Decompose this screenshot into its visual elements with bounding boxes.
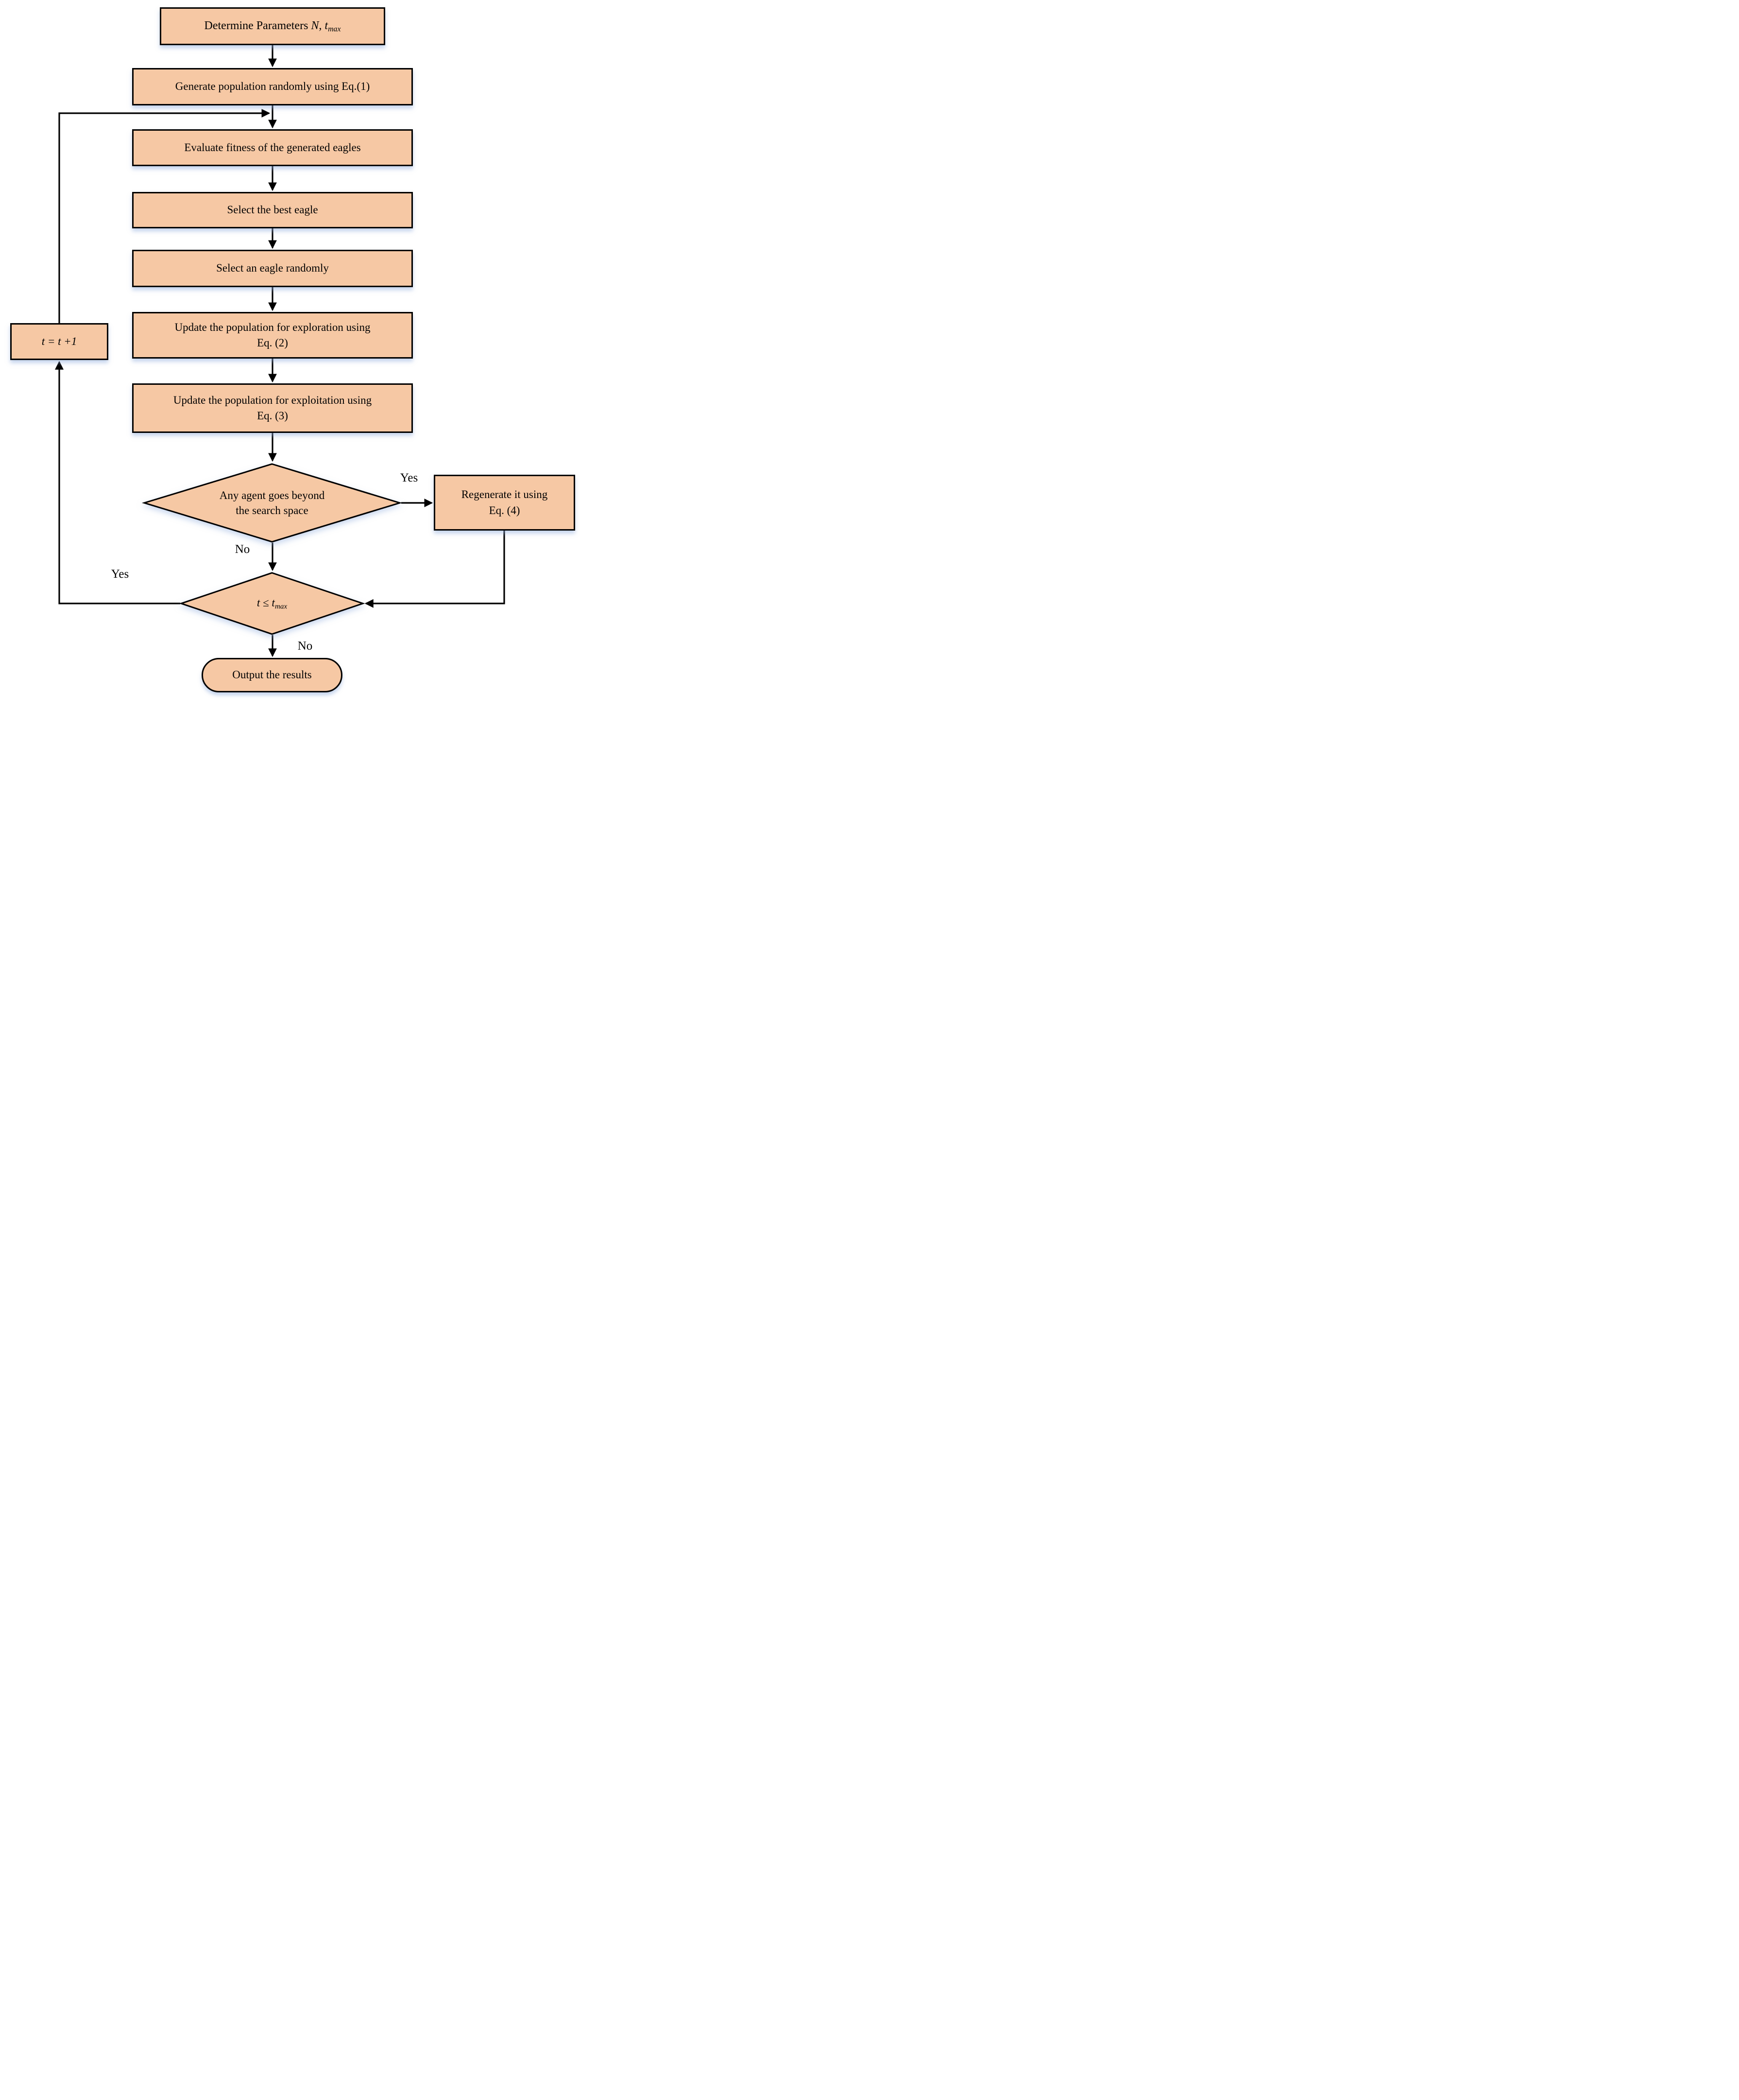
- process-select-best-eagle-label: Select the best eagle: [227, 204, 318, 216]
- process-regenerate-line2: Eq. (4): [489, 504, 520, 516]
- connector-increment-to-merge: [58, 109, 271, 323]
- label-boundary-yes: Yes: [400, 471, 418, 484]
- process-update-exploitation-line1: Update the population for exploitation u…: [173, 394, 372, 406]
- process-determine-parameters: Determine Parameters N, tmax: [160, 7, 385, 45]
- label-boundary-no: No: [235, 543, 250, 556]
- determine-vars: N, t: [311, 19, 328, 32]
- process-select-best-eagle: Select the best eagle: [132, 192, 413, 228]
- terminator-output-results-label: Output the results: [232, 669, 312, 681]
- determine-prefix: Determine Parameters: [204, 19, 311, 32]
- connector-regenerate-to-iteration: [364, 531, 505, 608]
- process-update-exploration-line1: Update the population for exploration us…: [174, 321, 371, 333]
- decision-iteration-label: t ≤ tmax: [180, 572, 364, 635]
- decision-boundary-line2: the search space: [236, 504, 308, 516]
- decision-boundary-shape: [141, 463, 403, 543]
- decision-boundary-label: Any agent goes beyond the search space: [143, 463, 401, 543]
- process-increment-t: t = t +1: [10, 323, 108, 360]
- process-select-random-eagle-label: Select an eagle randomly: [216, 262, 329, 275]
- process-update-exploitation-line2: Eq. (3): [257, 410, 288, 422]
- process-generate-population-label: Generate population randomly using Eq.(1…: [175, 80, 370, 93]
- process-generate-population: Generate population randomly using Eq.(1…: [132, 68, 413, 105]
- process-select-random-eagle: Select an eagle randomly: [132, 250, 413, 287]
- process-update-exploration: Update the population for exploration us…: [132, 312, 413, 359]
- decision-iteration-shape: [179, 572, 365, 635]
- determine-subscript: max: [328, 25, 341, 34]
- process-evaluate-fitness: Evaluate fitness of the generated eagles: [132, 129, 413, 166]
- process-regenerate-line1: Regenerate it using: [461, 488, 548, 501]
- label-iteration-yes: Yes: [111, 568, 129, 581]
- decision-iteration-check: t ≤ tmax: [179, 572, 365, 635]
- iteration-subscript: max: [274, 602, 288, 611]
- decision-boundary-check: Any agent goes beyond the search space: [141, 463, 403, 543]
- iteration-expr: t ≤ t: [256, 597, 275, 609]
- flowchart-canvas: Determine Parameters N, tmax Generate po…: [0, 0, 580, 700]
- process-update-exploitation: Update the population for exploitation u…: [132, 383, 413, 433]
- decision-iteration-expression: t ≤ tmax: [257, 595, 287, 612]
- process-regenerate: Regenerate it using Eq. (4): [434, 475, 575, 531]
- decision-boundary-line1: Any agent goes beyond: [219, 489, 325, 501]
- terminator-output-results: Output the results: [202, 658, 342, 692]
- process-determine-parameters-label: Determine Parameters N, tmax: [205, 18, 341, 35]
- label-iteration-no: No: [297, 639, 313, 653]
- process-update-exploration-line2: Eq. (2): [257, 337, 288, 349]
- connector-iteration-yes-to-increment: [55, 361, 180, 604]
- process-evaluate-fitness-label: Evaluate fitness of the generated eagles: [184, 141, 361, 154]
- process-increment-t-label: t = t +1: [41, 335, 77, 347]
- connectors-layer: [55, 45, 505, 657]
